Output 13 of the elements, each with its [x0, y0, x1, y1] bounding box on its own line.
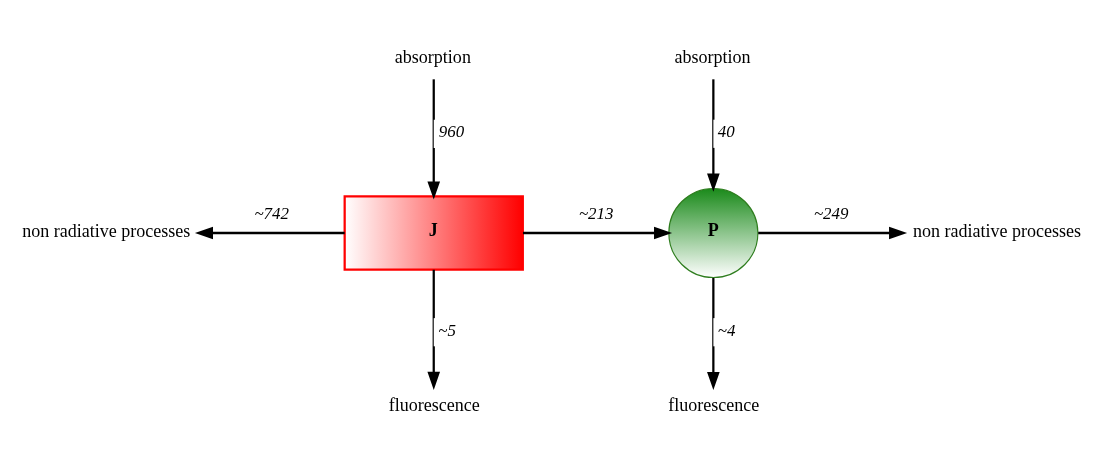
edge-label: 960: [438, 121, 465, 141]
node-text: non radiative processes: [912, 220, 1082, 241]
edge-label: ~249: [813, 203, 849, 223]
node-text: fluorescence: [668, 394, 760, 415]
edge-label: ~742: [254, 203, 289, 223]
node-text: absorption: [674, 46, 751, 67]
node-text: fluorescence: [388, 394, 480, 415]
node-text: absorption: [394, 46, 471, 67]
node-text: non radiative processes: [22, 220, 191, 241]
edge-label: 40: [717, 121, 735, 141]
edge-label: ~4: [717, 320, 736, 340]
edge-label: ~5: [438, 320, 456, 340]
edge-label: ~213: [578, 203, 614, 223]
